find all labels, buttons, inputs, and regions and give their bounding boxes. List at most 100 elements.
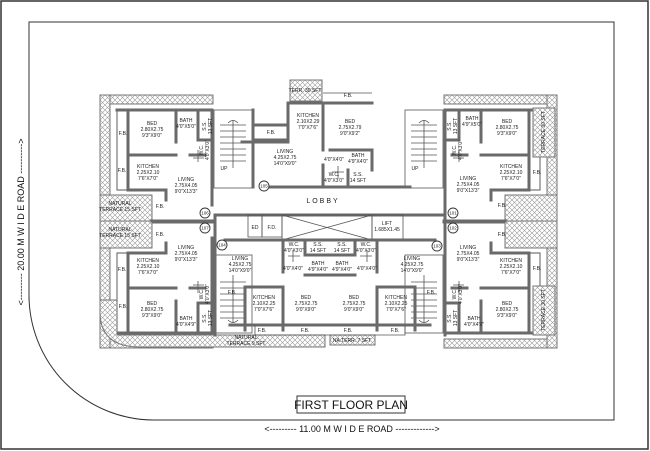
room-label-line: W.C.: [199, 289, 205, 300]
room-label-line: KITCHEN: [137, 164, 159, 170]
fb-label: F.B.: [228, 290, 237, 296]
flat-number-marker: 106: [199, 207, 211, 219]
flat-number-text: 102: [449, 226, 457, 231]
fb-label: F.B.: [533, 170, 542, 176]
room-label-line: 2.75X2.75: [343, 301, 366, 307]
title-box: [296, 395, 406, 414]
fb-label: F.B.: [119, 304, 128, 310]
room-label-line: LIVING: [460, 176, 477, 182]
flat-number-marker: 101: [447, 207, 459, 219]
room-label-line: LOBBY: [306, 198, 339, 205]
room-label-line: 7'6"X7'0": [501, 176, 521, 182]
flat-number-circle: [258, 180, 270, 192]
fb-label: F.B.: [267, 130, 276, 136]
room-label-line: 4'0"X3'0": [458, 284, 464, 304]
room-label-line: KITCHEN: [297, 113, 319, 119]
room-label-line: NA.TERR. 7 SFT: [333, 338, 371, 344]
flat-number-circle: [431, 240, 443, 252]
room-label-line: LIVING: [404, 256, 421, 262]
room-label-w-c: W.C.4'0"X3'0": [356, 242, 376, 254]
room-label-line: W.C.: [289, 242, 300, 248]
room-label-line: TERRACE 9 SFT: [227, 341, 266, 347]
room-label-line: 13 SFT: [453, 310, 459, 326]
room-label-line: W.C.: [329, 172, 340, 178]
room-label-line: 2.80X2.75: [496, 307, 519, 313]
room-label-s-s: S.S.13 SFT: [202, 310, 214, 326]
room-label-line: W.C.: [199, 145, 205, 156]
room-label-line: 9'0"X13'3": [457, 188, 480, 194]
flat-number-marker: 102: [447, 222, 459, 234]
flat-number-marker: 103: [431, 240, 443, 252]
flat-number-text: 103: [433, 244, 441, 249]
flat-number-circle: [216, 239, 228, 251]
room-label-line: 13 SFT: [208, 118, 214, 134]
road-label-left: <--------- 20.00 M W I D E ROAD --------…: [16, 139, 26, 306]
room-label-line: 2.10X2.25: [385, 301, 408, 307]
room-label-line: 4'9"X4'0": [308, 267, 328, 273]
room-label-terrace-30-sft: TERRACE 30 SFT: [541, 111, 547, 153]
room-label-line: 2.25X2.10: [500, 170, 523, 176]
room-label-line: 9'0"X13'3": [175, 189, 198, 195]
room-label-line: KITCHEN: [253, 295, 275, 301]
room-label-line: TERR. 30 SFT: [289, 88, 322, 94]
room-label-line: 14 SFT: [310, 248, 326, 254]
room-label-line: 9'3"X9'0": [142, 313, 162, 319]
room-label-line: 14 SFT: [350, 178, 366, 184]
room-label-line: KITCHEN: [500, 258, 522, 264]
fb-label: F.B.: [427, 290, 436, 296]
room-label-line: S.S.: [353, 172, 362, 178]
room-label-line: 7'0"X7'6": [254, 307, 274, 313]
room-label-line: 2.80X2.75: [141, 307, 164, 313]
room-label-line: S.S.: [202, 313, 208, 322]
room-label-line: BED: [147, 121, 158, 127]
room-label-line: 2.75X4.05: [457, 182, 480, 188]
room-label-line: TERRACE 30 SFT: [541, 289, 547, 331]
room-label-line: 4'9"X4'0": [348, 159, 368, 165]
room-label-line: 1.685X1.45: [374, 227, 400, 233]
room-label-line: 4'0"X4'0": [283, 266, 303, 272]
room-label-line: 4.25X2.75: [229, 262, 252, 268]
room-label-line: 7'6"X7'0": [501, 270, 521, 276]
room-label-4-0-x4-0: 4'0"X4'0": [283, 266, 303, 272]
room-label-line: F.D.: [268, 225, 277, 231]
room-label-line: LIVING: [232, 256, 249, 262]
flat-number-marker: 104: [216, 239, 228, 251]
room-label-line: BATH: [352, 153, 365, 159]
room-label-w-c: W.C.4'0"X3'0": [284, 242, 304, 254]
room-label-line: BED: [349, 295, 360, 301]
room-label-line: LIVING: [178, 177, 195, 183]
room-label-s-s: S.S.13 SFT: [447, 310, 459, 326]
room-label-line: 9'0"X13'3": [457, 257, 480, 263]
room-label-s-s: S.S.14 SFT: [310, 242, 326, 254]
room-label-line: 14'0"X9'0": [229, 268, 252, 274]
room-label-line: 7'0"X7'6": [298, 125, 318, 131]
room-label-s-s: S.S.14 SFT: [350, 172, 366, 184]
room-label-line: BED: [147, 301, 158, 307]
fb-label: F.B.: [344, 328, 353, 334]
fb-label: F.B.: [301, 328, 310, 334]
terrace-right-upper: [532, 107, 556, 158]
